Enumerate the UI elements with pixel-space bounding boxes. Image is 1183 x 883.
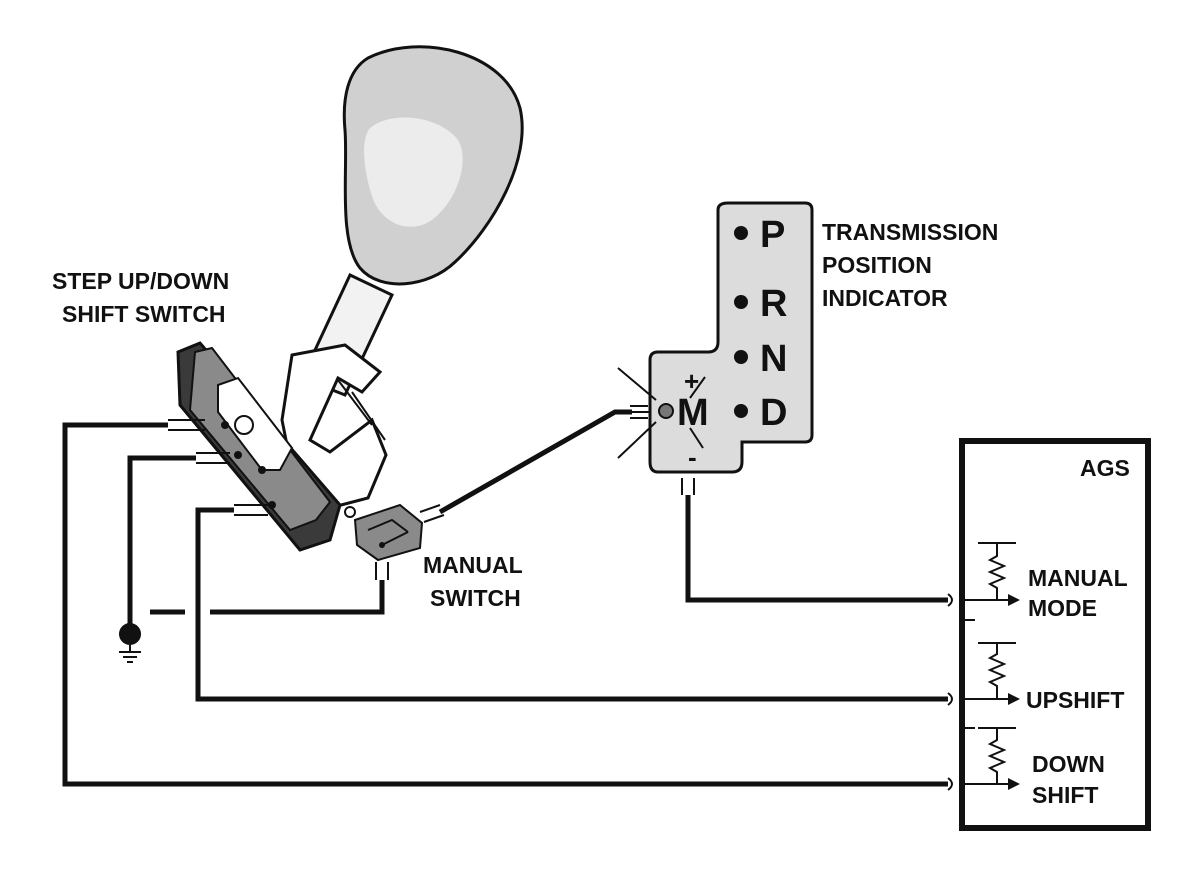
gear-label-d: D — [760, 392, 787, 434]
indicator-label-2: POSITION — [822, 252, 932, 278]
connector-terminal — [630, 405, 648, 419]
ags-connector — [947, 692, 953, 706]
manual-gate-minus: - — [688, 442, 697, 472]
connector-terminal — [234, 504, 268, 516]
indicator-label-1: TRANSMISSION — [822, 219, 998, 245]
gear-label-p: P — [760, 214, 785, 256]
ground-symbol — [119, 645, 141, 663]
ags-connector — [947, 777, 953, 791]
position-indicator: P R N D M + - — [612, 201, 814, 474]
contact-dot — [258, 466, 266, 474]
connector-terminal — [196, 452, 230, 464]
ags-connector — [947, 593, 953, 607]
shift-switch-label-1: STEP UP/DOWN — [52, 268, 229, 294]
pivot-hole — [234, 415, 254, 435]
arrowhead-upshift — [1008, 693, 1020, 705]
contact-dot — [234, 451, 242, 459]
gear-dot-p — [734, 226, 748, 240]
connector-terminal — [375, 562, 389, 580]
connector-terminal — [681, 478, 695, 495]
resistor-upshift — [978, 642, 1016, 698]
arrowhead-downshift — [1008, 778, 1020, 790]
ags-unit — [959, 438, 1151, 831]
manual-switch-label-1: MANUAL — [423, 552, 523, 578]
shift-switch-label-2: SHIFT SWITCH — [62, 301, 226, 327]
gear-dot-n — [734, 350, 748, 364]
wire-manual-to-ground — [210, 580, 385, 615]
ags-box — [959, 438, 1151, 831]
ags-input-separators — [962, 619, 975, 729]
gear-label-n: N — [760, 338, 787, 380]
gear-dot-d — [734, 404, 748, 418]
ags-input-manual-2: MODE — [1028, 595, 1097, 621]
manual-gate-m: M — [677, 392, 709, 434]
shift-switch — [176, 341, 342, 552]
contact-dot — [221, 421, 229, 429]
ags-title: AGS — [1080, 455, 1130, 481]
arrowhead-manual-mode — [1008, 594, 1020, 606]
ags-input-upshift: UPSHIFT — [1026, 687, 1124, 713]
ags-input-down-1: DOWN — [1032, 751, 1105, 777]
manual-switch-body — [353, 503, 424, 562]
ground-node — [119, 623, 141, 645]
resistor-downshift — [978, 727, 1016, 784]
contact-dot — [268, 501, 276, 509]
wire-indicator-to-ags — [685, 495, 948, 603]
manual-switch-terminal — [379, 542, 385, 548]
connector-terminal — [344, 506, 356, 518]
manual-gate-plus: + — [684, 366, 699, 396]
wire-manual-to-indicator — [438, 409, 632, 515]
wire-ground — [127, 455, 196, 625]
wire-downshift — [62, 422, 948, 787]
gear-lever — [280, 45, 524, 512]
connector-terminal — [168, 419, 205, 431]
gate-arrow-lines — [689, 376, 706, 449]
manual-switch — [353, 503, 424, 562]
indicator-label-3: INDICATOR — [822, 285, 948, 311]
gear-dot-r — [734, 295, 748, 309]
gear-label-r: R — [760, 283, 787, 325]
manual-gate-led — [658, 403, 674, 419]
wire-upshift — [195, 507, 948, 702]
manual-switch-contacts — [367, 518, 409, 546]
resistor-manual-mode — [978, 542, 1016, 600]
ags-title-frame — [1076, 452, 1142, 482]
wiring — [62, 405, 953, 791]
connector-terminal — [419, 504, 445, 523]
knob-highlight — [364, 117, 463, 227]
bracket-edge — [337, 379, 386, 441]
ags-input-down-2: SHIFT — [1032, 782, 1098, 808]
shift-switch-slider — [217, 376, 294, 471]
indicator-panel — [648, 201, 814, 474]
ags-input-manual-1: MANUAL — [1028, 565, 1128, 591]
manual-switch-label-2: SWITCH — [430, 585, 521, 611]
